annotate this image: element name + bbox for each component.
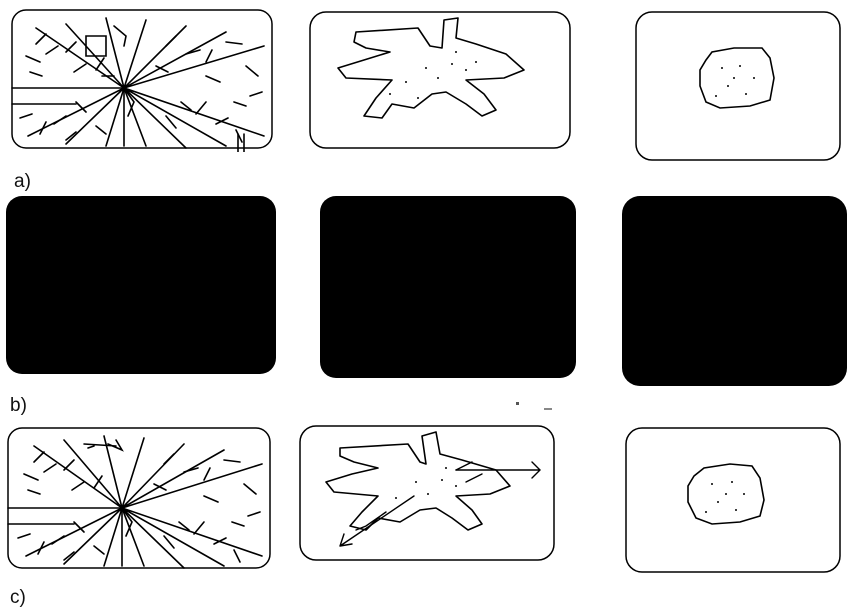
panel-a1-tree — [6, 6, 276, 152]
panel-c2-star-arrows — [296, 422, 558, 564]
noise-mark — [544, 408, 552, 410]
row-label-b: b) — [10, 396, 27, 415]
panel-c1-tree — [4, 424, 276, 574]
row-label-c: c) — [10, 588, 26, 607]
panel-b3-filled — [622, 196, 847, 386]
panel-b2-filled — [320, 196, 576, 380]
panel-b1-filled — [6, 196, 276, 376]
panel-a2-star — [306, 8, 574, 154]
panel-a3-blob — [630, 8, 844, 164]
noise-mark — [516, 402, 519, 405]
row-label-a: a) — [14, 172, 31, 191]
panel-c3-blob — [622, 424, 844, 576]
